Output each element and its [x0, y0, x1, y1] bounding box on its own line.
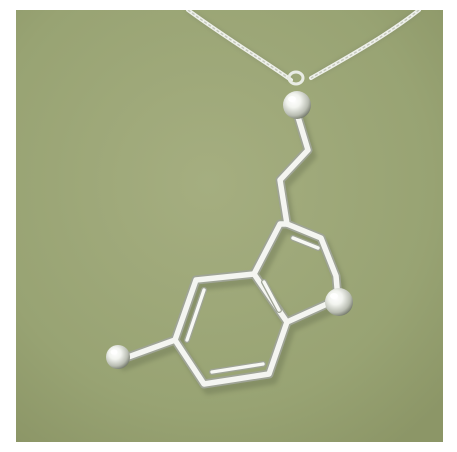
- ring-bead: [325, 288, 353, 316]
- necklace-chain: [186, 10, 421, 86]
- pendant-illustration: [16, 10, 443, 442]
- pendant-photo: [16, 10, 443, 442]
- jump-ring: [287, 70, 305, 86]
- top-bead: [283, 91, 311, 119]
- side-bead: [106, 345, 130, 369]
- silver-beads: [106, 91, 353, 369]
